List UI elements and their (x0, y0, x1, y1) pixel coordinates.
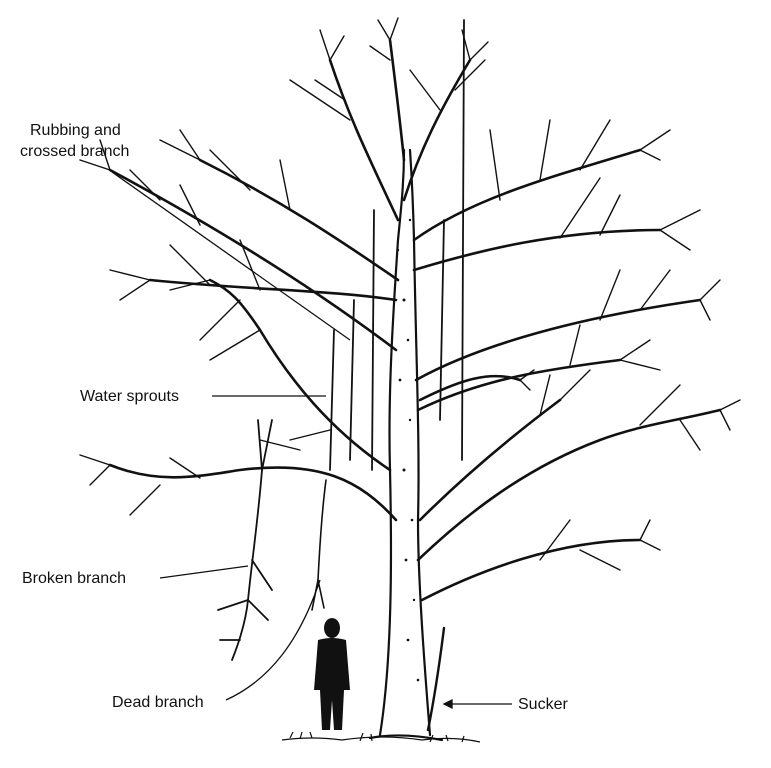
main-branches (108, 38, 722, 602)
pointer-rubbing (111, 171, 351, 341)
label-sucker: Sucker (518, 696, 568, 713)
label-rubbing-line1: Rubbing and (30, 122, 121, 139)
broken-branch (217, 419, 273, 661)
label-dead-branch: Dead branch (112, 694, 204, 711)
trunk (368, 148, 444, 742)
label-rubbing-line2: crossed branch (20, 143, 130, 160)
arrowhead-sucker (442, 698, 453, 710)
twigs (79, 17, 741, 571)
label-pointers (111, 171, 512, 710)
sucker-sprout (426, 626, 446, 732)
pointer-broken-branch (159, 565, 249, 579)
water-sprouts (329, 19, 465, 471)
label-broken-branch: Broken branch (22, 570, 127, 587)
bark-texture (396, 218, 420, 682)
person-silhouette (314, 618, 350, 730)
dead-branch (311, 479, 327, 611)
label-water-sprouts: Water sprouts (80, 388, 179, 405)
label-rubbing-crossed-branch: Rubbing and crossed branch (20, 120, 129, 162)
pointer-dead-branch (225, 579, 321, 701)
